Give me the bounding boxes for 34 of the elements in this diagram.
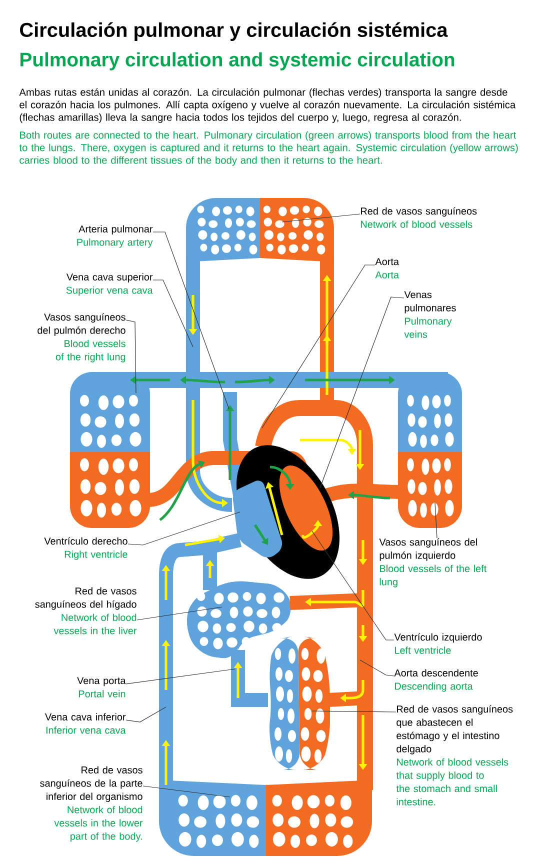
leader-line xyxy=(128,512,240,546)
intro-paragraph: Both routes are connected to the heart. Pulmonary circulation (green arrows) transports blood from the heart to the lungs. There, oxygen is captured and it returns to the heart again. Systemic circulation (yellow arrows) carries blood to the different tissues of the body and then it returns to the heart. xyxy=(19,131,518,166)
part-label: Red de vasos sanguíneos del hígado Network of blood vessels in the liver xyxy=(35,587,137,634)
part-label: Red de vasos sanguíneos de la parte inferior del organismo Network of blood vessels in the lower part of the body. xyxy=(40,766,143,842)
part-label: Red de vasos sanguíneos Network of blood vessels xyxy=(361,207,477,228)
leader-line xyxy=(282,214,360,222)
part-label: Vena cava superior Superior vena cava xyxy=(66,273,153,296)
leader-line xyxy=(360,660,394,676)
part-label: Venas pulmonares Pulmonary veins xyxy=(404,291,456,338)
leader-line xyxy=(312,530,394,640)
leader-line xyxy=(312,710,396,712)
intro-paragraph: Ambas rutas están unidas al corazón. La circulación pulmonar (flechas verdes) transporta la sangre desde el corazón hacia los pulmones. Allí capta oxígeno y vuelve al corazón nuevamente. La circulación sistémica (flechas amarillas) lleva la sangre hacia todos los tejidos del cuerpo y, luego, regresa al corazón. xyxy=(19,88,516,123)
title: Circulación pulmonar y circulación sistémica xyxy=(20,22,448,41)
part-label: Arteria pulmonar Pulmonary artery xyxy=(77,225,153,248)
leader-line xyxy=(262,264,376,428)
leader-line xyxy=(126,320,136,394)
leader-line xyxy=(152,280,194,348)
leader-line xyxy=(142,786,230,798)
leader-line xyxy=(126,668,236,684)
leader-line xyxy=(320,296,404,488)
part-label: Vasos sanguíneos del pulmón derecho Blood vessels of the right lung xyxy=(38,313,126,362)
part-label: Ventrículo izquierdo Left ventricle xyxy=(394,633,482,654)
leader-line xyxy=(136,606,222,620)
part-label: Red de vasos sanguíneos que abastecen el estómago y el intestino delgado Network of blood vessels that supply blood to the stomach and small intestine. xyxy=(396,705,513,806)
part-label: Vasos sanguíneos del pulmón izquierdo Blood vessels of the left lung xyxy=(379,538,487,588)
part-label: Ventrículo derecho Right ventricle xyxy=(44,537,128,560)
subtitle: Pulmonary circulation and systemic circulation xyxy=(20,52,454,70)
leader-line xyxy=(152,232,230,410)
part-label: Aorta descendente Descending aorta xyxy=(394,669,478,692)
leader-line xyxy=(126,706,166,722)
part-label: Vena cava inferior Inferior vena cava xyxy=(45,713,126,734)
part-label: Vena porta Portal vein xyxy=(77,677,126,698)
part-label: Aorta Aorta xyxy=(375,258,400,278)
leader-line xyxy=(434,502,438,538)
